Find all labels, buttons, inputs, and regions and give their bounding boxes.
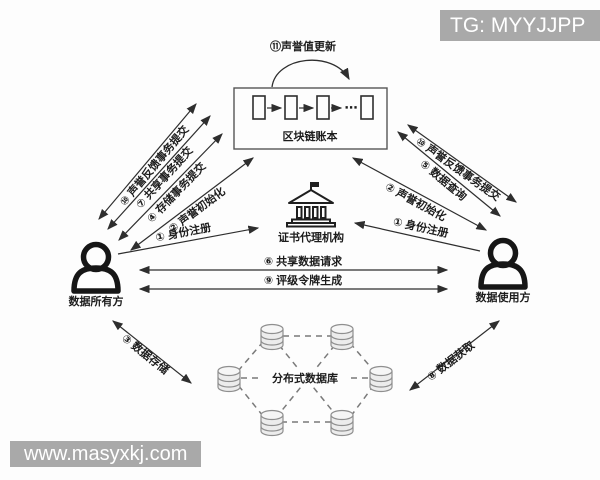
database-label: 分布式数据库	[272, 371, 338, 385]
database-icon-right	[369, 365, 393, 393]
certificate-agency-node: 证书代理机构	[278, 182, 344, 244]
block-icon-1	[252, 95, 266, 120]
arrow-data-fetch	[409, 320, 500, 391]
block-icon-3	[316, 95, 330, 120]
label-data-fetch: ⑧ 数据获取	[424, 338, 477, 384]
data-owner-node: 数据所有方	[69, 241, 124, 308]
arrow-reputation-update	[271, 59, 350, 88]
site-watermark-badge: www.masyxkj.com	[10, 441, 202, 467]
label-reputation-init-right: ② 声誉初始化	[383, 179, 449, 223]
person-icon-owner	[71, 241, 121, 294]
label-share-data-request: ⑥ 共享数据请求	[264, 254, 343, 268]
database-icon-bottom-left	[260, 409, 284, 437]
agency-label: 证书代理机构	[278, 230, 344, 244]
arrow-reputation-init-right	[351, 157, 488, 231]
database-icon-top-right	[330, 323, 354, 351]
db-label-backdrop	[262, 370, 348, 385]
left-arrow-fan	[98, 103, 260, 255]
arrow-identity-register-right	[353, 220, 481, 252]
blockchain-ledger-node: ⋯ 区块链账本	[233, 87, 388, 150]
owner-label: 数据所有方	[69, 294, 124, 308]
database-icon-left	[217, 365, 241, 393]
curved-arrow	[271, 59, 350, 88]
right-arrow-fan	[351, 124, 517, 252]
horizontal-arrows	[138, 265, 449, 294]
block-icon-4	[360, 95, 374, 120]
block-ellipsis: ⋯	[345, 100, 358, 115]
bank-icon	[286, 182, 336, 228]
label-reputation-update: ⑪声誉值更新	[270, 39, 336, 53]
label-data-store: ③ 数据存储	[119, 331, 172, 377]
label-rating-token-gen: ⑨ 评级令牌生成	[264, 273, 342, 287]
person-icon-user	[478, 237, 528, 290]
ledger-label: 区块链账本	[283, 129, 338, 143]
user-label: 数据使用方	[476, 290, 531, 304]
tg-watermark-badge: TG: MYYJJPP	[440, 10, 600, 41]
arrow-identity-register-left	[117, 225, 260, 255]
distributed-database-node: 分布式数据库	[217, 323, 393, 437]
bottom-arrows	[112, 320, 500, 391]
database-icon-top-left	[260, 323, 284, 351]
block-icon-2	[284, 95, 298, 120]
database-icon-bottom-right	[330, 409, 354, 437]
arrow-reputation-init-left	[130, 157, 254, 251]
data-user-node: 数据使用方	[476, 237, 531, 304]
arrow-data-store	[112, 320, 192, 384]
